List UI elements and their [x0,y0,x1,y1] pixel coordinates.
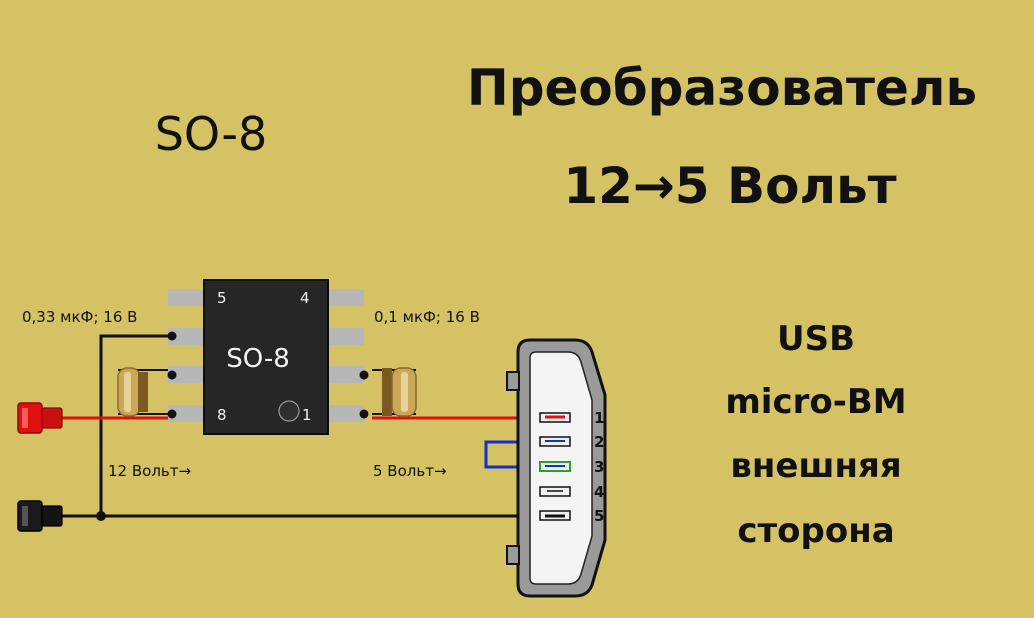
chip-pin-solder-dots [167,331,369,419]
title-line-1: Преобразователь [467,59,977,117]
usb-micro-b-connector [506,338,607,598]
ground-junction-dot [96,511,106,521]
chip-pin-1-label: 1 [302,406,312,424]
output-voltage-label: 5 Вольт→ [373,462,447,480]
chip-pin-4-label: 4 [300,289,310,307]
usb-pin-3-label: 3 [594,458,604,476]
capacitor-left [117,367,172,417]
chip-label: SO-8 [226,344,290,374]
title-line-2: 12→5 Вольт [563,157,896,215]
usb-label: USB [777,319,855,359]
capacitor-left-label: 0,33 мкФ; 16 В [22,308,137,326]
chip-body [203,279,329,435]
input-voltage-label: 12 Вольт→ [108,462,191,480]
chip-pins [168,289,364,422]
usb-pin-2-label: 2 [594,433,604,451]
ground-input-jack [17,500,63,532]
usb-pin-5-label: 5 [594,507,604,525]
positive-input-jack [17,402,63,434]
usb-side-label-1: внешняя [730,446,901,486]
capacitor-right-label: 0,1 мкФ; 16 В [374,308,480,326]
capacitor-right [372,367,417,417]
ground-wire [60,334,555,518]
chip-pin-5-label: 5 [217,289,227,307]
chip-pin1-marker [278,400,300,422]
package-label: SO-8 [155,107,268,161]
usb-pin-1-label: 1 [594,409,604,427]
usb-side-label-2: сторона [737,511,894,551]
usb-type-label: micro-BM [725,382,906,422]
usb-pin-4-label: 4 [594,483,604,501]
chip-pin-8-label: 8 [217,406,227,424]
